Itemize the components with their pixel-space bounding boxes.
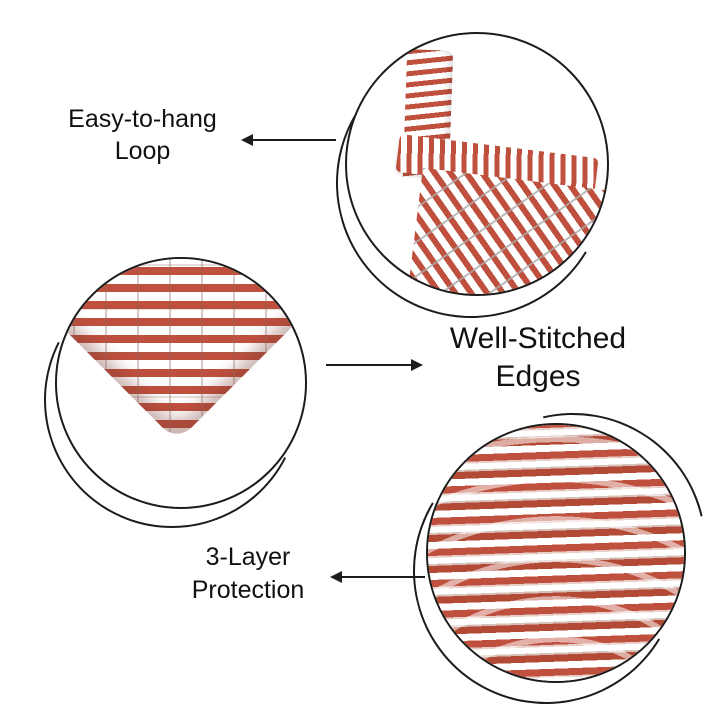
label-line: Protection [191,576,305,604]
quilted-fabric-corner-graphic [57,259,305,442]
arrow-left-icon [241,134,336,146]
label-line: Loop [114,137,171,165]
quilted-potholder-body-graphic [404,167,607,294]
label-well-stitched-edges: Well-Stitched Edges [418,320,658,396]
label-line: Well-Stitched [449,322,627,355]
label-line: Edges [495,360,581,393]
label-3-layer-protection: 3-Layer Protection [148,541,348,607]
label-line: Easy-to-hang [68,105,217,133]
arrow-left-icon [330,571,425,583]
detail-circle-stitched-edges [55,257,307,509]
label-line: 3-Layer [205,543,291,571]
layered-striped-fabric-graphic [428,425,684,681]
detail-circle-3-layer-fabric [426,423,686,683]
detail-circle-hanging-loop [345,32,609,296]
label-easy-to-hang-loop: Easy-to-hang Loop [35,103,250,167]
arrow-right-icon [326,359,423,371]
